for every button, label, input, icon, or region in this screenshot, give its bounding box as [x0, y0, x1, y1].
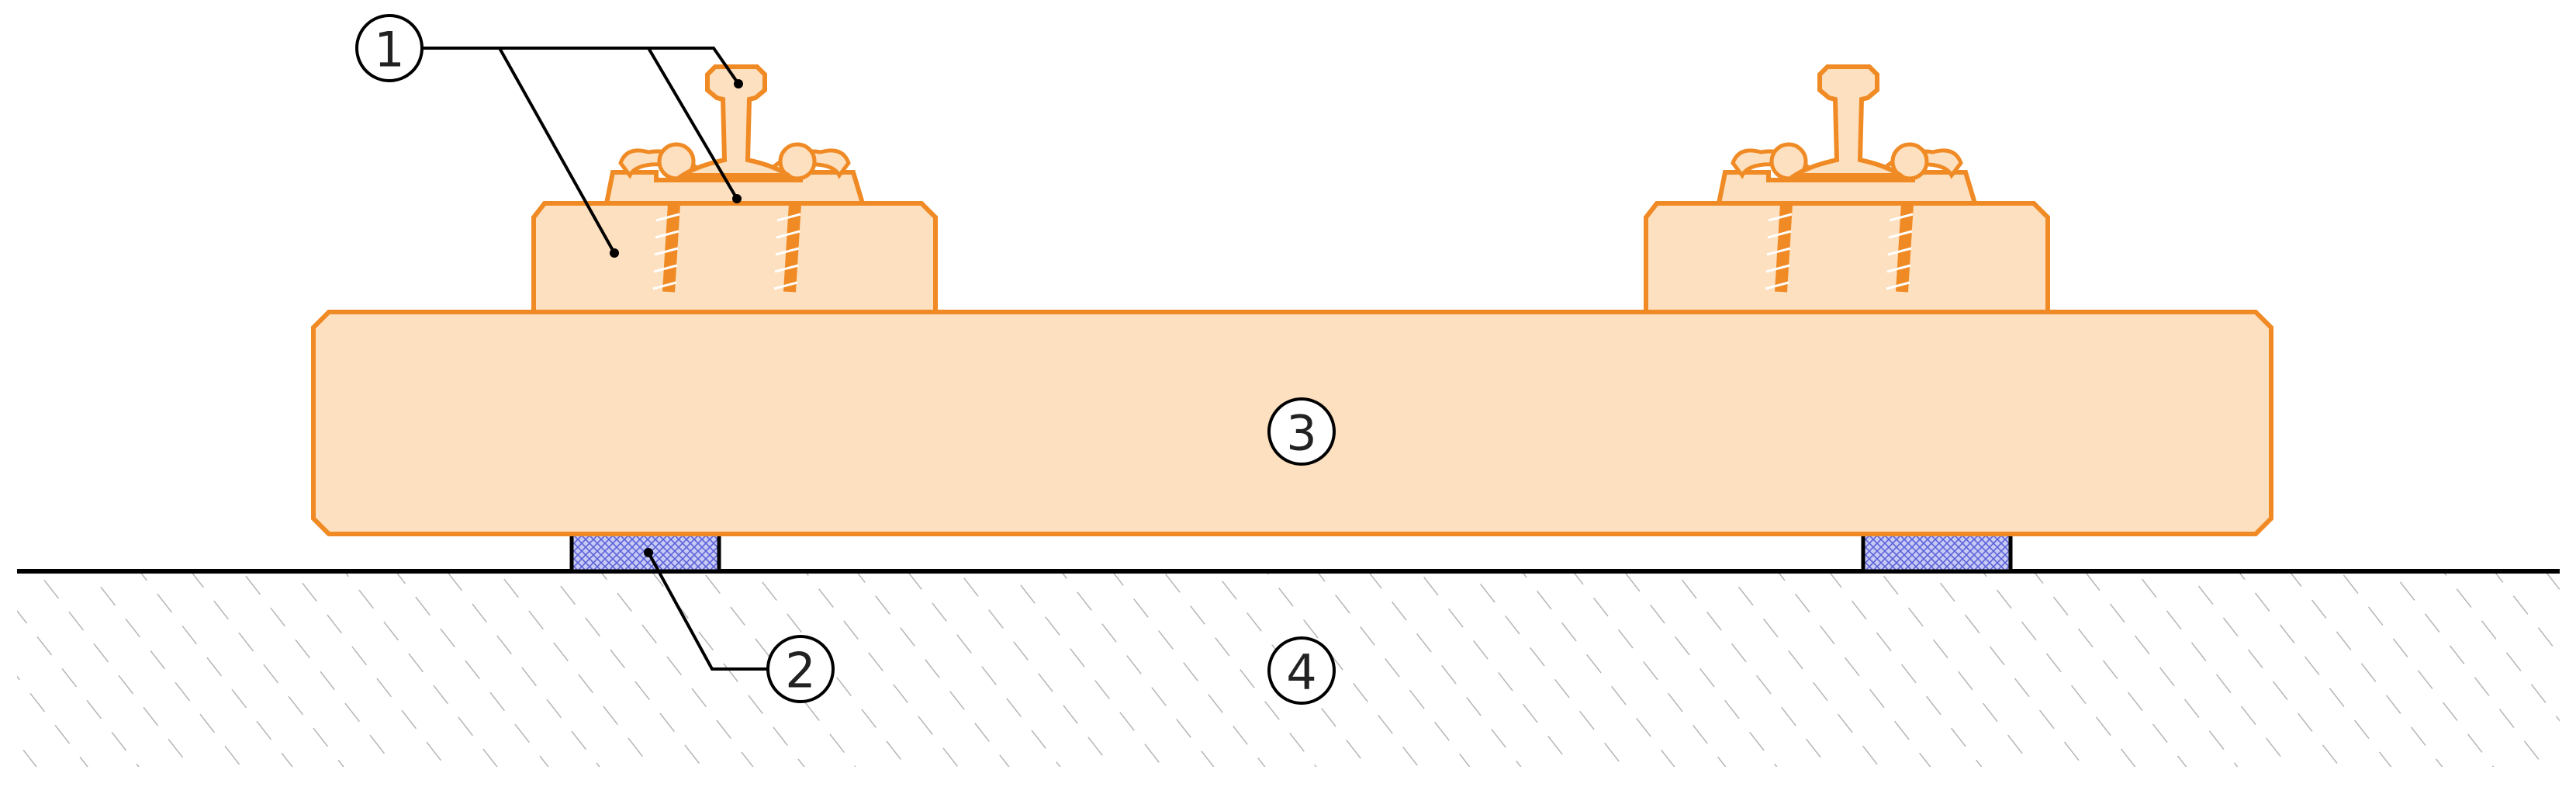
- leader-1-rail: [422, 47, 740, 85]
- leader-1-block: [422, 47, 616, 254]
- callout-4: 4: [1267, 636, 1336, 705]
- rail-left: [675, 64, 796, 178]
- callout-3: 3: [1267, 397, 1336, 466]
- callout-4-label: 4: [1286, 644, 1316, 701]
- callout-1-label: 1: [374, 22, 404, 78]
- rail-block-right: [1644, 201, 2050, 314]
- fastening-assembly-left: [603, 64, 866, 293]
- leader-dots: [610, 79, 743, 557]
- callout-2: 2: [766, 635, 835, 703]
- leader-lines: [422, 47, 768, 671]
- fastening-assembly-right: [1716, 64, 1979, 293]
- callout-1: 1: [355, 14, 424, 82]
- rail-block-left: [531, 201, 938, 314]
- callout-2-label: 2: [785, 643, 815, 699]
- callout-3-label: 3: [1286, 405, 1316, 462]
- pad-right: [1861, 529, 2013, 574]
- leader-2-pad: [647, 552, 768, 671]
- elastic-pads: [569, 529, 2013, 574]
- rail-right: [1787, 64, 1908, 178]
